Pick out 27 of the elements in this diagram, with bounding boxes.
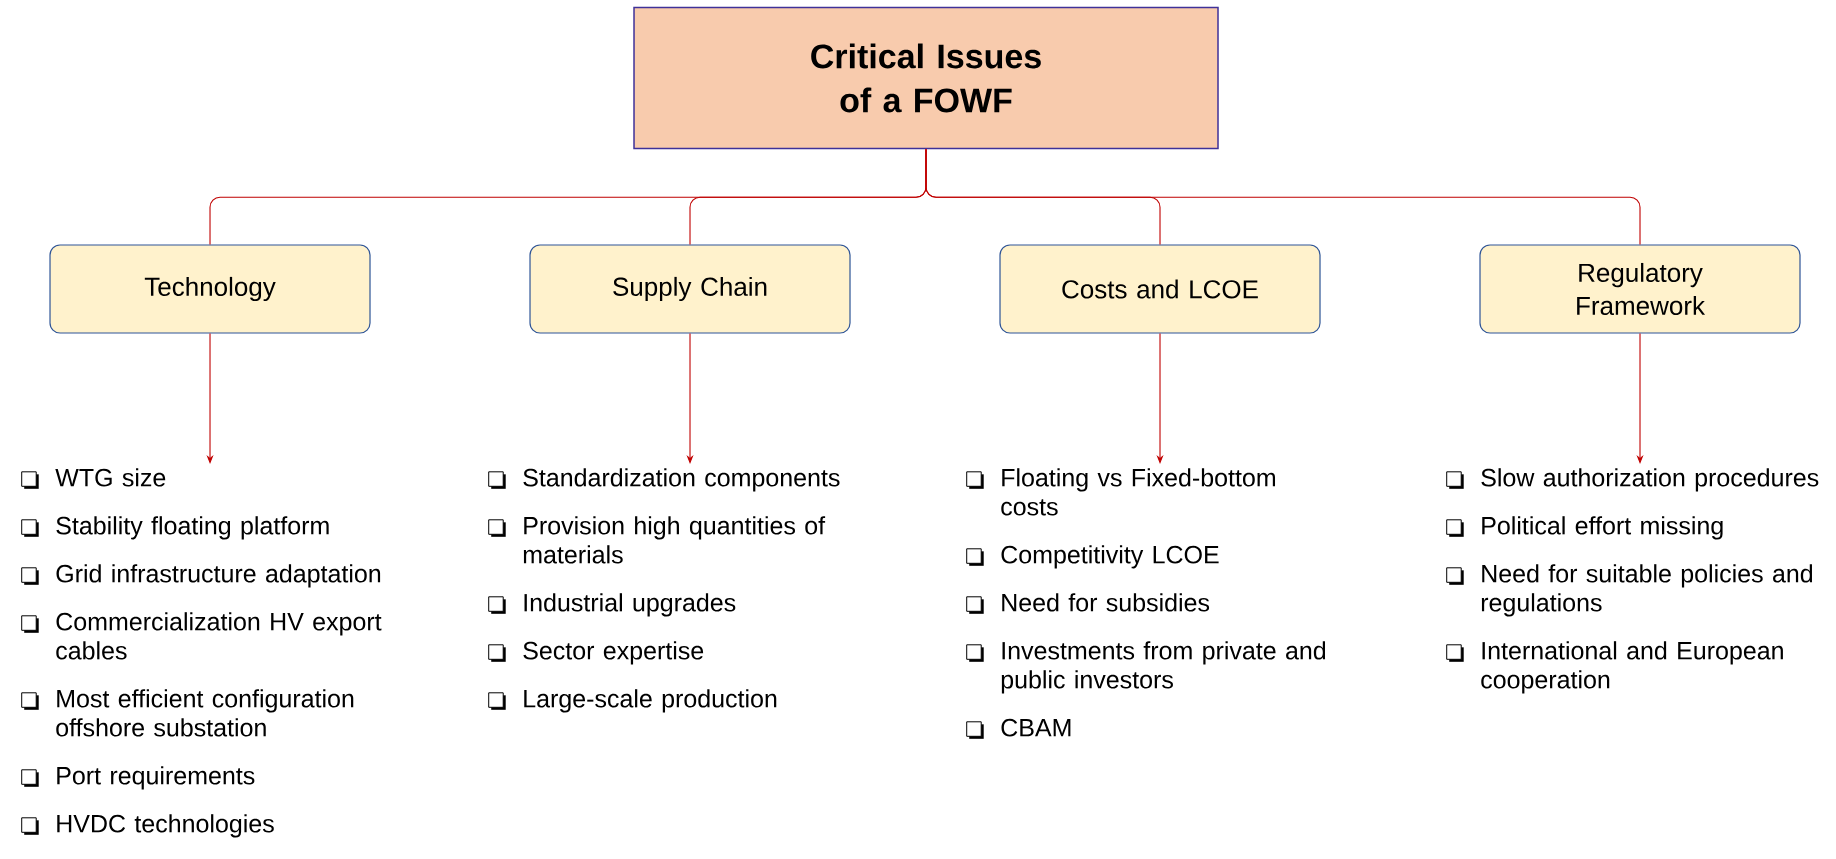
- list-item: Commercialization HV export cables: [56, 612, 382, 660]
- list-item: Slow authorization procedures: [1481, 468, 1819, 492]
- category-box: Technology: [49, 244, 371, 334]
- list-item: HVDC technologies: [57, 814, 274, 838]
- list-item: Need for suitable policies and regulations: [1481, 564, 1813, 617]
- category-box: Costs and LCOE: [999, 244, 1321, 334]
- list-item: Floating vs Fixed-bottom costs: [1001, 468, 1275, 516]
- list-item: Competitivity LCOE: [1001, 545, 1219, 569]
- list-item: Sector expertise: [523, 641, 704, 665]
- list-item: Investments from private and public investors: [1001, 641, 1326, 694]
- title-box: Critical Issues of a FOWF: [633, 6, 1219, 150]
- list-item: Most efficient configuration offshore substation: [56, 689, 354, 737]
- list-item: WTG size: [55, 468, 166, 487]
- list-item: Industrial upgrades: [524, 593, 736, 617]
- list-item: Large-scale production: [524, 689, 777, 713]
- list-item: Standardization components: [523, 468, 840, 492]
- list-item: CBAM: [1001, 718, 1071, 737]
- list-item: Political effort missing: [1482, 516, 1723, 540]
- list-item: Grid infrastructure adaptation: [56, 564, 381, 588]
- list-item: International and European cooperation: [1481, 641, 1783, 694]
- list-item: Provision high quantities of materials: [523, 516, 826, 564]
- category-box: Regulatory Framework: [1479, 244, 1801, 334]
- list-item: Stability floating platform: [56, 516, 329, 540]
- list-item: Port requirements: [57, 766, 255, 790]
- brace-line: [925, 148, 1641, 245]
- list-item: Need for subsidies: [1002, 593, 1210, 612]
- category-box: Supply Chain: [529, 244, 851, 334]
